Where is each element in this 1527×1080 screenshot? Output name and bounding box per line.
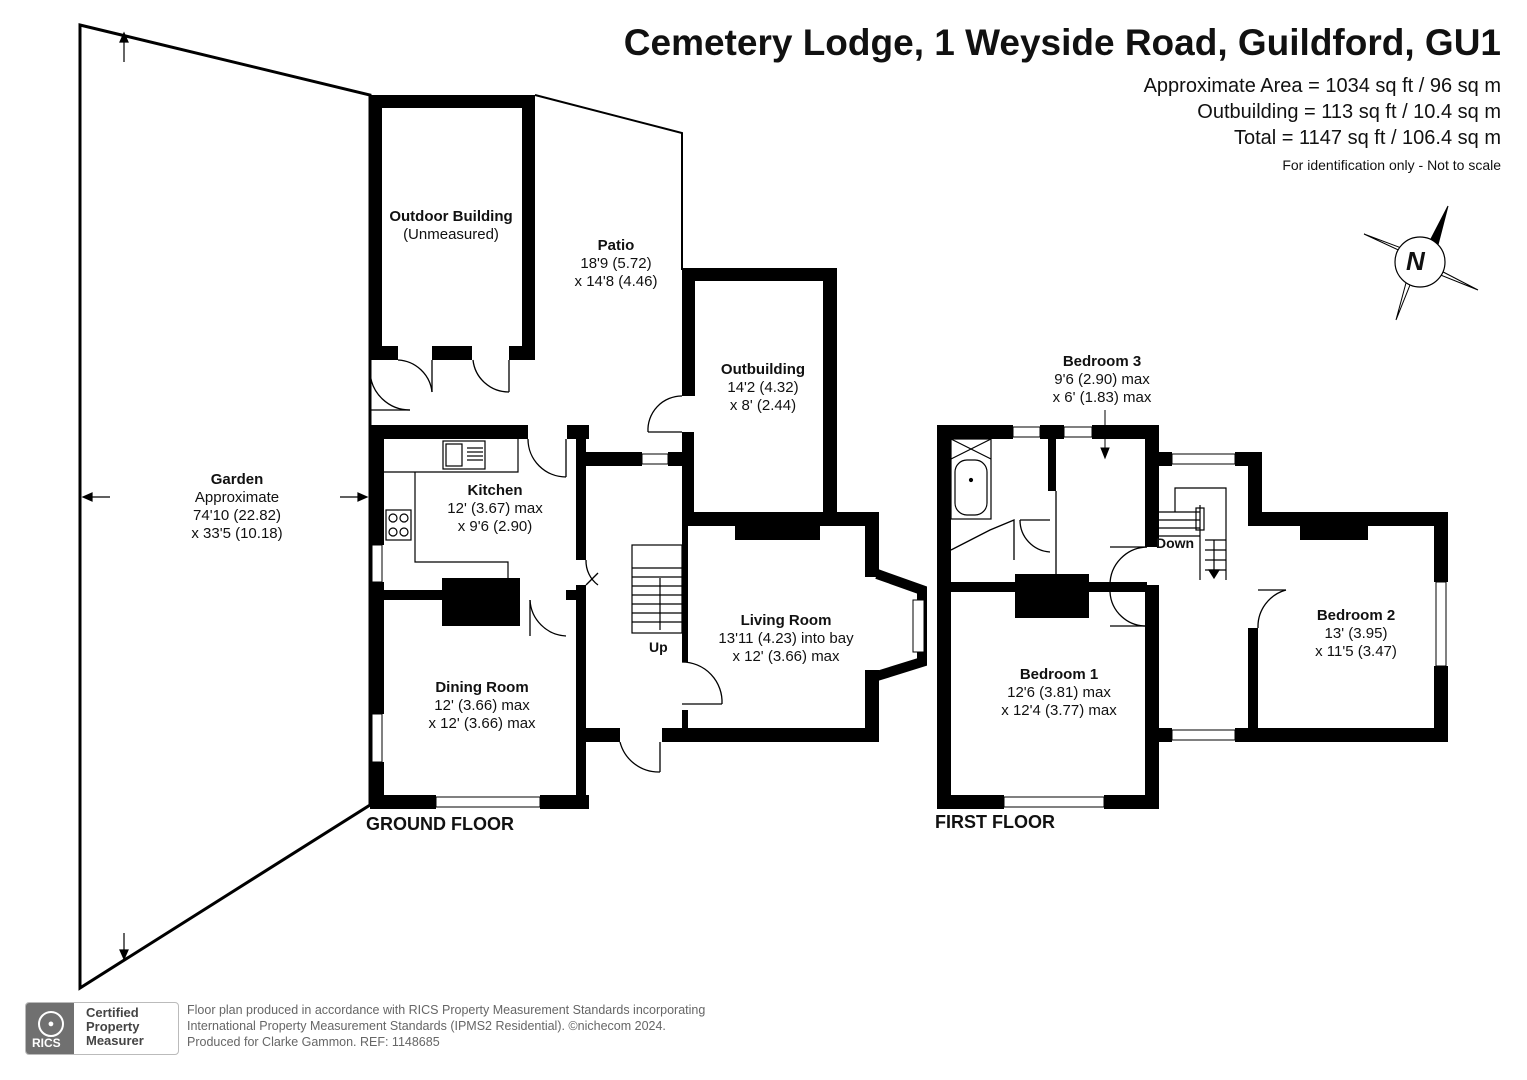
footer-disclaimer: Floor plan produced in accordance with R… (187, 1003, 706, 1049)
badge-text: Certified Property Measurer (86, 1005, 144, 1048)
room-label-bedroom1: Bedroom 1 12'6 (3.81) max x 12'4 (3.77) … (1001, 666, 1117, 719)
kitchen-fixtures (384, 439, 519, 578)
stairs-down-label: Down (1156, 535, 1195, 551)
room-label-bedroom2: Bedroom 2 13' (3.95) x 11'5 (3.47) (1315, 607, 1397, 660)
room-label-dining-room: Dining Room 12' (3.66) max x 12' (3.66) … (428, 679, 536, 732)
area-total: Total = 1147 sq ft / 106.4 sq m (1233, 127, 1501, 149)
area-outbuilding: Outbuilding = 113 sq ft / 10.4 sq m (1197, 101, 1501, 123)
patio-outline (534, 94, 683, 270)
room-label-patio: Patio 18'9 (5.72) x 14'8 (4.46) (574, 237, 658, 290)
rics-certified-badge: ● RICS Certified Property Measurer (25, 1002, 179, 1055)
outdoor-building-walls (370, 95, 535, 360)
area-summary: Approximate Area = 1034 sq ft / 96 sq m … (1144, 73, 1501, 151)
first-floor-walls (937, 425, 1448, 809)
first-floor-doors (950, 491, 1287, 629)
bedroom3-arrow (1100, 410, 1110, 460)
ground-floor-stairs (631, 544, 683, 634)
bay-windows (912, 599, 925, 653)
outdoor-building-doors (369, 359, 510, 411)
bathroom-fixtures (950, 438, 992, 520)
area-approx: Approximate Area = 1034 sq ft / 96 sq m (1143, 75, 1501, 97)
room-label-outbuilding: Outbuilding 14'2 (4.32) x 8' (2.44) (720, 361, 806, 414)
ground-floor-label: GROUND FLOOR (366, 814, 514, 834)
outbuilding-door (647, 395, 683, 433)
first-floor-stairs (1155, 487, 1227, 580)
garden-dimension-arrows (81, 31, 369, 961)
compass-letter: N (1406, 246, 1425, 276)
ground-floor-walls (370, 425, 879, 809)
first-floor-label: FIRST FLOOR (935, 812, 1055, 832)
room-label-kitchen: Kitchen 12' (3.67) max x 9'6 (2.90) (447, 482, 543, 535)
outbuilding-walls (682, 268, 837, 520)
ground-floor-doors (527, 438, 723, 773)
stairs-up-label: Up (649, 639, 668, 655)
ground-floor-windows (371, 453, 669, 808)
rics-logo-icon: ● RICS (26, 1003, 74, 1054)
first-floor-windows (1003, 426, 1447, 808)
room-label-outdoor-building: Outdoor Building (Unmeasured) (389, 208, 513, 243)
room-label-bedroom3: Bedroom 3 9'6 (2.90) max x 6' (1.83) max (1052, 353, 1152, 406)
scale-note: For identification only - Not to scale (1282, 157, 1501, 173)
room-label-living-room: Living Room 13'11 (4.23) into bay x 12' … (718, 612, 854, 665)
room-label-garden: Garden Approximate 74'10 (22.82) x 33'5 … (191, 471, 283, 542)
north-arrow-icon (1363, 205, 1479, 321)
page-title: Cemetery Lodge, 1 Weyside Road, Guildfor… (623, 22, 1501, 63)
